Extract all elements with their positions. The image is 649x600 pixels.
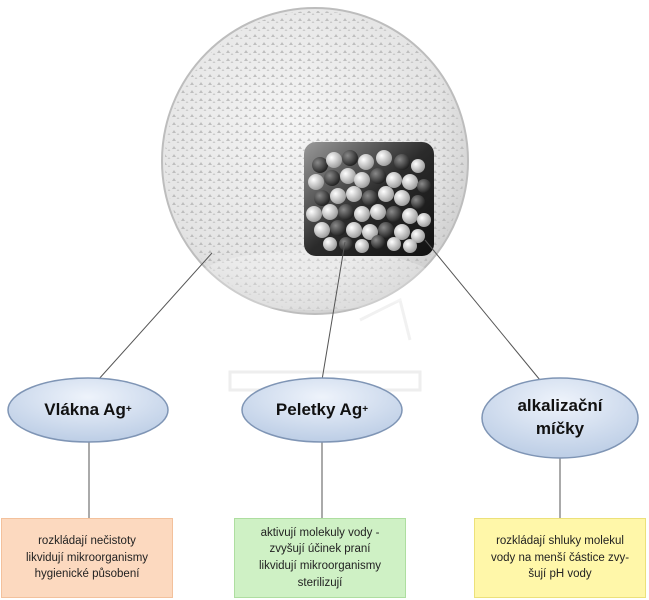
pellet-ball: [362, 190, 378, 206]
pellet-ball: [371, 235, 385, 249]
node-label-line1: alkalizační: [517, 396, 603, 416]
pellet-ball: [306, 206, 322, 222]
node-ellipses: [7, 377, 639, 459]
pellet-ball: [324, 170, 340, 186]
pellet-ball: [411, 159, 425, 173]
description-box-peletky: aktivují molekuly vody - zvyšují účinek …: [234, 518, 406, 598]
pellet-ball: [323, 237, 337, 251]
description-line: rozkládají nečistoty: [38, 534, 136, 547]
pellet-ball: [378, 222, 394, 238]
node-ellipse-micky: [481, 377, 639, 459]
pellet-ball: [402, 174, 418, 190]
connector-line: [424, 239, 541, 381]
pellet-ball: [417, 213, 431, 227]
description-line: sterilizují: [297, 576, 343, 589]
pellet-ball: [340, 168, 356, 184]
pellet-ball: [370, 168, 386, 184]
pellet-ball: [358, 154, 374, 170]
description-line: zvyšují účinek praní: [269, 543, 371, 556]
pellet-ball: [387, 237, 401, 251]
pellet-ball: [386, 206, 402, 222]
pellet-ball: [355, 239, 369, 253]
description-line: šují pH vody: [528, 568, 592, 581]
node-ellipse-vlakna: [7, 377, 169, 443]
pellet-ball: [403, 239, 417, 253]
pellet-ball: [386, 172, 402, 188]
pellet-ball: [378, 186, 394, 202]
node-label-vlakna: Vlákna Ag+: [8, 390, 168, 430]
pellet-ball: [342, 150, 358, 166]
pellet-ball: [411, 229, 425, 243]
pellet-ball: [314, 190, 330, 206]
description-line: likvidují mikroorganismy: [25, 551, 149, 564]
pellet-ball: [314, 222, 330, 238]
pellet-ball: [312, 157, 328, 173]
description-line: likvidují mikroorganismy: [258, 560, 382, 572]
pellet-ball: [394, 190, 410, 206]
description-box-vlakna: rozkládají nečistoty likvidují mikroorga…: [1, 518, 173, 598]
description-line: hygienické působení: [34, 568, 140, 581]
pellet-ball: [370, 204, 386, 220]
pellet-ball: [308, 174, 324, 190]
pellet-ball: [376, 150, 392, 166]
node-label-text: Peletky Ag: [275, 399, 363, 419]
pellet-ball: [394, 154, 410, 170]
description-line: rozkládají shluky molekul: [496, 534, 624, 547]
pellet-ball: [330, 188, 346, 204]
connector-line: [97, 252, 213, 381]
node-label-peletky: Peletky Ag+: [242, 390, 402, 430]
pellet-ball: [411, 195, 425, 209]
pellet-ball: [346, 222, 362, 238]
description-box-micky: rozkládají shluky molekul vody na menší …: [474, 518, 646, 598]
pellet-ball: [362, 224, 378, 240]
pellet-ball: [322, 204, 338, 220]
node-ellipse-peletky: [241, 377, 403, 443]
node-label-micky: alkalizační míčky: [482, 388, 638, 448]
pellet-ball: [326, 152, 342, 168]
node-label-text: Vlákna Ag: [44, 399, 126, 419]
pellet-ball: [346, 186, 362, 202]
pellet-ball: [402, 208, 418, 224]
description-line: aktivují molekuly vody -: [260, 526, 380, 539]
pellet-ball: [394, 224, 410, 240]
pellet-ball: [354, 172, 370, 188]
pellet-ball: [330, 220, 346, 236]
pellet-ball: [338, 204, 354, 220]
pellet-ball: [417, 179, 431, 193]
pellet-ball: [339, 237, 353, 251]
description-line: vody na menší částice zvy-: [490, 551, 630, 564]
connector-line: [321, 241, 346, 381]
pellets-panel: [304, 142, 434, 256]
connector-lines: [88, 239, 561, 518]
pellet-ball: [354, 206, 370, 222]
node-label-line2: míčky: [535, 419, 585, 438]
